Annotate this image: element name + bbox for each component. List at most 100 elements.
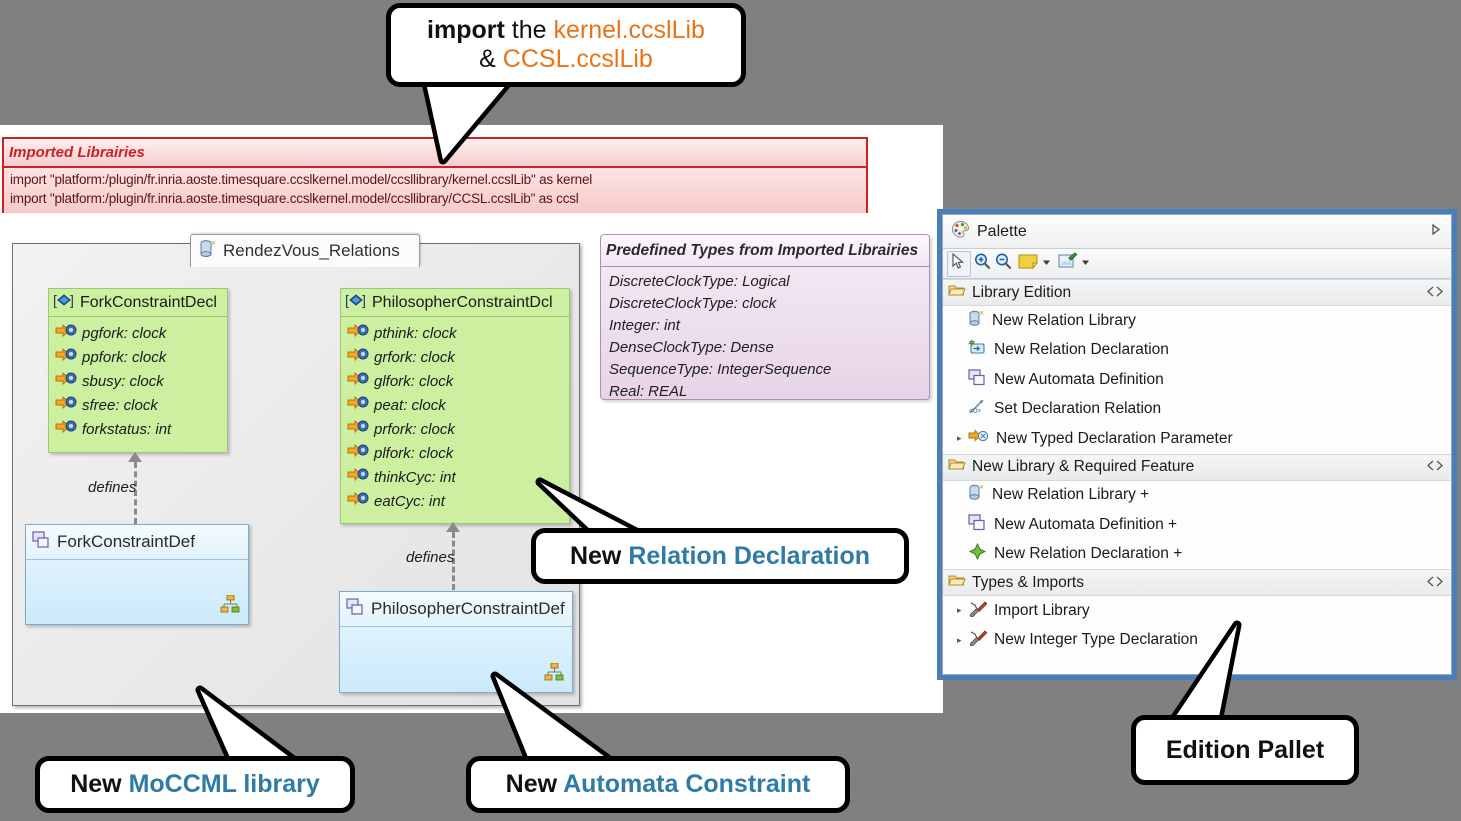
collapse-icon[interactable] — [1427, 458, 1443, 476]
palette-item-label: New Integer Type Declaration — [994, 631, 1198, 649]
palette-title-bar: Palette — [943, 215, 1451, 249]
attribute-label: eatCyc: int — [374, 492, 445, 510]
green-diamond-icon — [968, 543, 987, 565]
defines-connector-line — [452, 532, 455, 590]
hierarchy-badge-icon — [544, 662, 564, 686]
palette-item-set-declaration-relation[interactable]: <0> Set Declaration Relation — [943, 395, 1451, 425]
callout-text: New Relation Declaration — [570, 542, 870, 571]
palette-item-new-relation-library[interactable]: New Relation Library — [943, 306, 1451, 336]
hammer-icon — [968, 600, 988, 622]
attribute-label: peat: clock — [374, 396, 446, 414]
parameter-icon — [347, 347, 369, 367]
declaration-attribute-row: eatCyc: int — [347, 489, 569, 513]
hammer-icon — [968, 629, 988, 651]
automata-definition-icon — [32, 530, 52, 554]
definition-header: PhilosopherConstraintDef — [340, 592, 572, 627]
palette-item-label: New Automata Definition — [994, 370, 1164, 388]
callout-highlight-text: MoCCML library — [128, 770, 320, 798]
palette-item-label: New Relation Library + — [992, 486, 1150, 504]
zoom-in-icon[interactable] — [973, 252, 992, 275]
chevron-right-icon[interactable] — [1428, 222, 1443, 242]
defines-connector-line — [134, 462, 137, 524]
palette-group-types-imports[interactable]: Types & Imports — [943, 569, 1451, 596]
parameter-icon — [55, 371, 77, 391]
uml-definition-fork[interactable]: ForkConstraintDef — [25, 524, 249, 625]
palette-item-new-relation-declaration[interactable]: New Relation Declaration — [943, 336, 1451, 366]
expand-arrow-icon[interactable]: ▸ — [957, 605, 962, 616]
defines-connector-arrow — [446, 522, 460, 532]
palette-item-new-automata-definition-plus[interactable]: New Automata Definition + — [943, 510, 1451, 540]
relation-library-icon — [968, 309, 985, 333]
palette-title: Palette — [977, 222, 1027, 240]
palette-item-new-relation-declaration-plus[interactable]: New Relation Declaration + — [943, 540, 1451, 570]
declaration-attribute-row: sfree: clock — [55, 393, 227, 417]
declaration-attribute-row: forkstatus: int — [55, 417, 227, 441]
palette-item-import-library[interactable]: ▸ Import Library — [943, 596, 1451, 626]
cursor-icon[interactable] — [947, 250, 971, 277]
palette-item-new-integer-type-declaration[interactable]: ▸ New Integer Type Declaration — [943, 626, 1451, 656]
palette-group-label: Types & Imports — [972, 573, 1084, 591]
note-dropdown-icon[interactable] — [1041, 255, 1052, 273]
declaration-header: [ ] ForkConstraintDecl — [49, 289, 227, 317]
parameter-icon — [347, 323, 369, 343]
callout-new-relation-declaration: New Relation Declaration — [531, 528, 909, 584]
palette-item-new-relation-library-plus[interactable]: New Relation Library + — [943, 481, 1451, 511]
hierarchy-badge-icon — [220, 594, 240, 618]
attribute-label: plfork: clock — [374, 444, 454, 462]
expand-arrow-icon[interactable]: ▸ — [957, 433, 962, 444]
definition-body — [26, 560, 248, 624]
palette-item-label: New Relation Declaration — [994, 341, 1169, 359]
folder-open-icon — [948, 573, 966, 593]
note-attachment-icon[interactable] — [1058, 252, 1078, 275]
svg-text:[: [ — [53, 292, 57, 308]
attribute-label: prfork: clock — [374, 420, 455, 438]
definition-header: ForkConstraintDef — [26, 525, 248, 560]
note-icon[interactable] — [1018, 253, 1039, 275]
diagram-tab-rendezvous-relations[interactable]: RendezVous_Relations — [190, 234, 420, 267]
palette-item-new-typed-declaration-parameter[interactable]: ▸ New Typed Declaration Parameter — [943, 424, 1451, 454]
expand-arrow-icon[interactable]: ▸ — [957, 634, 962, 645]
callout-prefix-text: New — [505, 770, 564, 798]
callout-line-2: & CCSL.ccslLib — [479, 45, 653, 74]
declaration-attribute-row: prfork: clock — [347, 417, 569, 441]
collapse-icon[interactable] — [1427, 284, 1443, 302]
imported-libraries-note[interactable]: Imported Librairies import "platform:/pl… — [2, 137, 868, 213]
parameter-icon — [55, 395, 77, 415]
parameter-icon — [347, 371, 369, 391]
folder-open-icon — [948, 283, 966, 303]
declaration-attribute-row: pgfork: clock — [55, 321, 227, 345]
callout-line-1: import the kernel.ccslLib — [427, 16, 705, 45]
declaration-attribute-row: ppfork: clock — [55, 345, 227, 369]
palette-group-library-edition[interactable]: Library Edition — [943, 279, 1451, 306]
callout-prefix-text: New — [70, 770, 129, 798]
attribute-label: forkstatus: int — [82, 420, 172, 438]
callout-new-automata-constraint: New Automata Constraint — [466, 756, 850, 813]
note-attachment-dropdown-icon[interactable] — [1080, 255, 1091, 273]
collapse-icon[interactable] — [1427, 574, 1443, 592]
attribute-label: pgfork: clock — [82, 324, 167, 342]
palette-item-new-automata-definition[interactable]: New Automata Definition — [943, 365, 1451, 395]
callout-new-moccml-library: New MoCCML library — [35, 756, 355, 813]
declaration-attribute-row: peat: clock — [347, 393, 569, 417]
declaration-attribute-row: plfork: clock — [347, 441, 569, 465]
callout-highlight-text: CCSL.ccslLib — [502, 45, 653, 73]
svg-text:[: [ — [345, 292, 349, 308]
palette-group-label: New Library & Required Feature — [972, 458, 1195, 475]
declaration-name: ForkConstraintDecl — [80, 293, 217, 311]
callout-highlight-text: Relation Declaration — [628, 541, 871, 570]
uml-definition-philosopher[interactable]: PhilosopherConstraintDef — [339, 591, 573, 693]
definition-name: ForkConstraintDef — [57, 532, 195, 551]
uml-declaration-fork[interactable]: [ ] ForkConstraintDecl pgfork: clock ppf… — [48, 288, 228, 453]
parameter-icon — [55, 347, 77, 367]
declaration-attribute-row: grfork: clock — [347, 345, 569, 369]
import-statement: import "platform:/plugin/fr.inria.aoste.… — [10, 172, 593, 187]
uml-declaration-philosopher[interactable]: [ ] PhilosopherConstraintDcl pthink: clo… — [340, 288, 570, 524]
predefined-types-note[interactable]: Predefined Types from Imported Librairie… — [600, 234, 930, 400]
relation-library-icon — [968, 483, 985, 507]
parameter-icon — [347, 419, 369, 439]
palette-item-label: New Relation Declaration + — [994, 545, 1183, 563]
zoom-out-icon[interactable] — [994, 252, 1013, 275]
attribute-label: sbusy: clock — [82, 372, 164, 390]
automata-definition-icon — [968, 369, 987, 391]
palette-group-new-library-required-feature[interactable]: New Library & Required Feature — [943, 453, 1451, 481]
